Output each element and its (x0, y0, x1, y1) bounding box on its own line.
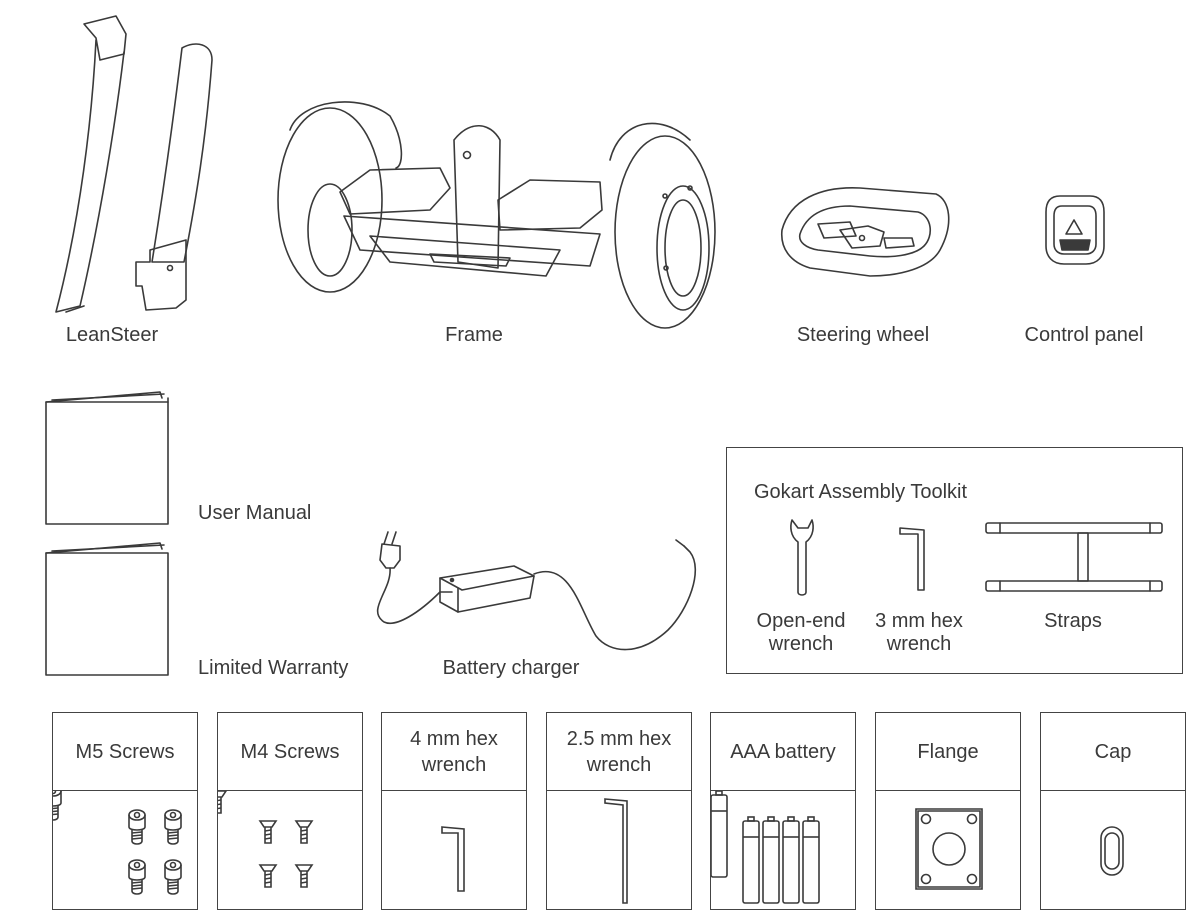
open-end-wrench-label-line1: Open-end (756, 610, 846, 632)
limited-warranty-label: Limited Warranty (198, 657, 349, 679)
control-panel-icon (1045, 195, 1105, 265)
card-title: Flange (876, 713, 1020, 791)
card-title-text: Cap (1094, 740, 1132, 763)
gokart-assembly-toolkit (726, 447, 1183, 674)
hex-wrench-3mm-label-line1: 3 mm hex (875, 610, 963, 632)
card-4mm-hex-wrench: 4 mm hex wrench (381, 712, 527, 910)
hex-wrench-3mm-label-line2: wrench (886, 633, 952, 655)
m4-screws-icon (218, 791, 313, 888)
card-title-line2: wrench (421, 753, 487, 776)
user-manual-icon (45, 391, 169, 525)
steering-wheel-icon (781, 187, 950, 277)
card-title: 2.5 mm hex wrench (547, 713, 691, 791)
open-end-wrench-label-line2: wrench (768, 633, 834, 655)
battery-charger-icon (376, 531, 697, 651)
flange-icon (915, 808, 983, 890)
card-aaa-battery: AAA battery (710, 712, 856, 910)
hex-wrench-4mm-icon (441, 826, 465, 892)
toolkit-title: Gokart Assembly Toolkit (754, 481, 968, 503)
card-title: Cap (1041, 713, 1185, 791)
card-m4-screws: M4 Screws (217, 712, 363, 910)
aaa-battery-icon (711, 791, 820, 904)
card-title-line2: wrench (586, 753, 652, 776)
hex-wrench-2-5mm-icon (604, 798, 628, 904)
straps-label: Straps (1044, 610, 1102, 632)
battery-charger-label: Battery charger (442, 657, 580, 679)
steering-wheel-label: Steering wheel (796, 324, 930, 346)
card-title-line1: 4 mm hex (410, 727, 498, 750)
card-title-text: M4 Screws (240, 740, 340, 763)
straps-icon (985, 522, 1163, 592)
card-title: M5 Screws (53, 713, 197, 791)
frame-icon (277, 101, 716, 329)
card-cap: Cap (1040, 712, 1186, 910)
card-title-text: M5 Screws (75, 740, 175, 763)
hex-wrench-3mm-icon (899, 527, 925, 591)
card-title-text: AAA battery (730, 740, 836, 763)
m5-screws-icon (53, 791, 182, 895)
hex-wrench-3mm-label: 3 mm hex wrench (875, 610, 963, 656)
user-manual-label: User Manual (198, 502, 312, 524)
cap-icon (1100, 826, 1124, 876)
open-end-wrench-icon (790, 519, 814, 596)
card-m5-screws: M5 Screws (52, 712, 198, 910)
card-title: AAA battery (711, 713, 855, 791)
card-2-5mm-hex-wrench: 2.5 mm hex wrench (546, 712, 692, 910)
card-title: 4 mm hex wrench (382, 713, 526, 791)
leansteer-label: LeanSteer (65, 324, 159, 346)
control-panel-label: Control panel (1024, 324, 1144, 346)
leansteer-icon (55, 15, 213, 313)
card-flange: Flange (875, 712, 1021, 910)
limited-warranty-icon (45, 542, 169, 676)
open-end-wrench-label: Open-end wrench (757, 610, 846, 656)
card-title-text: Flange (917, 740, 979, 763)
card-title: M4 Screws (218, 713, 362, 791)
card-title-line1: 2.5 mm hex (566, 727, 672, 750)
frame-label: Frame (445, 324, 503, 346)
